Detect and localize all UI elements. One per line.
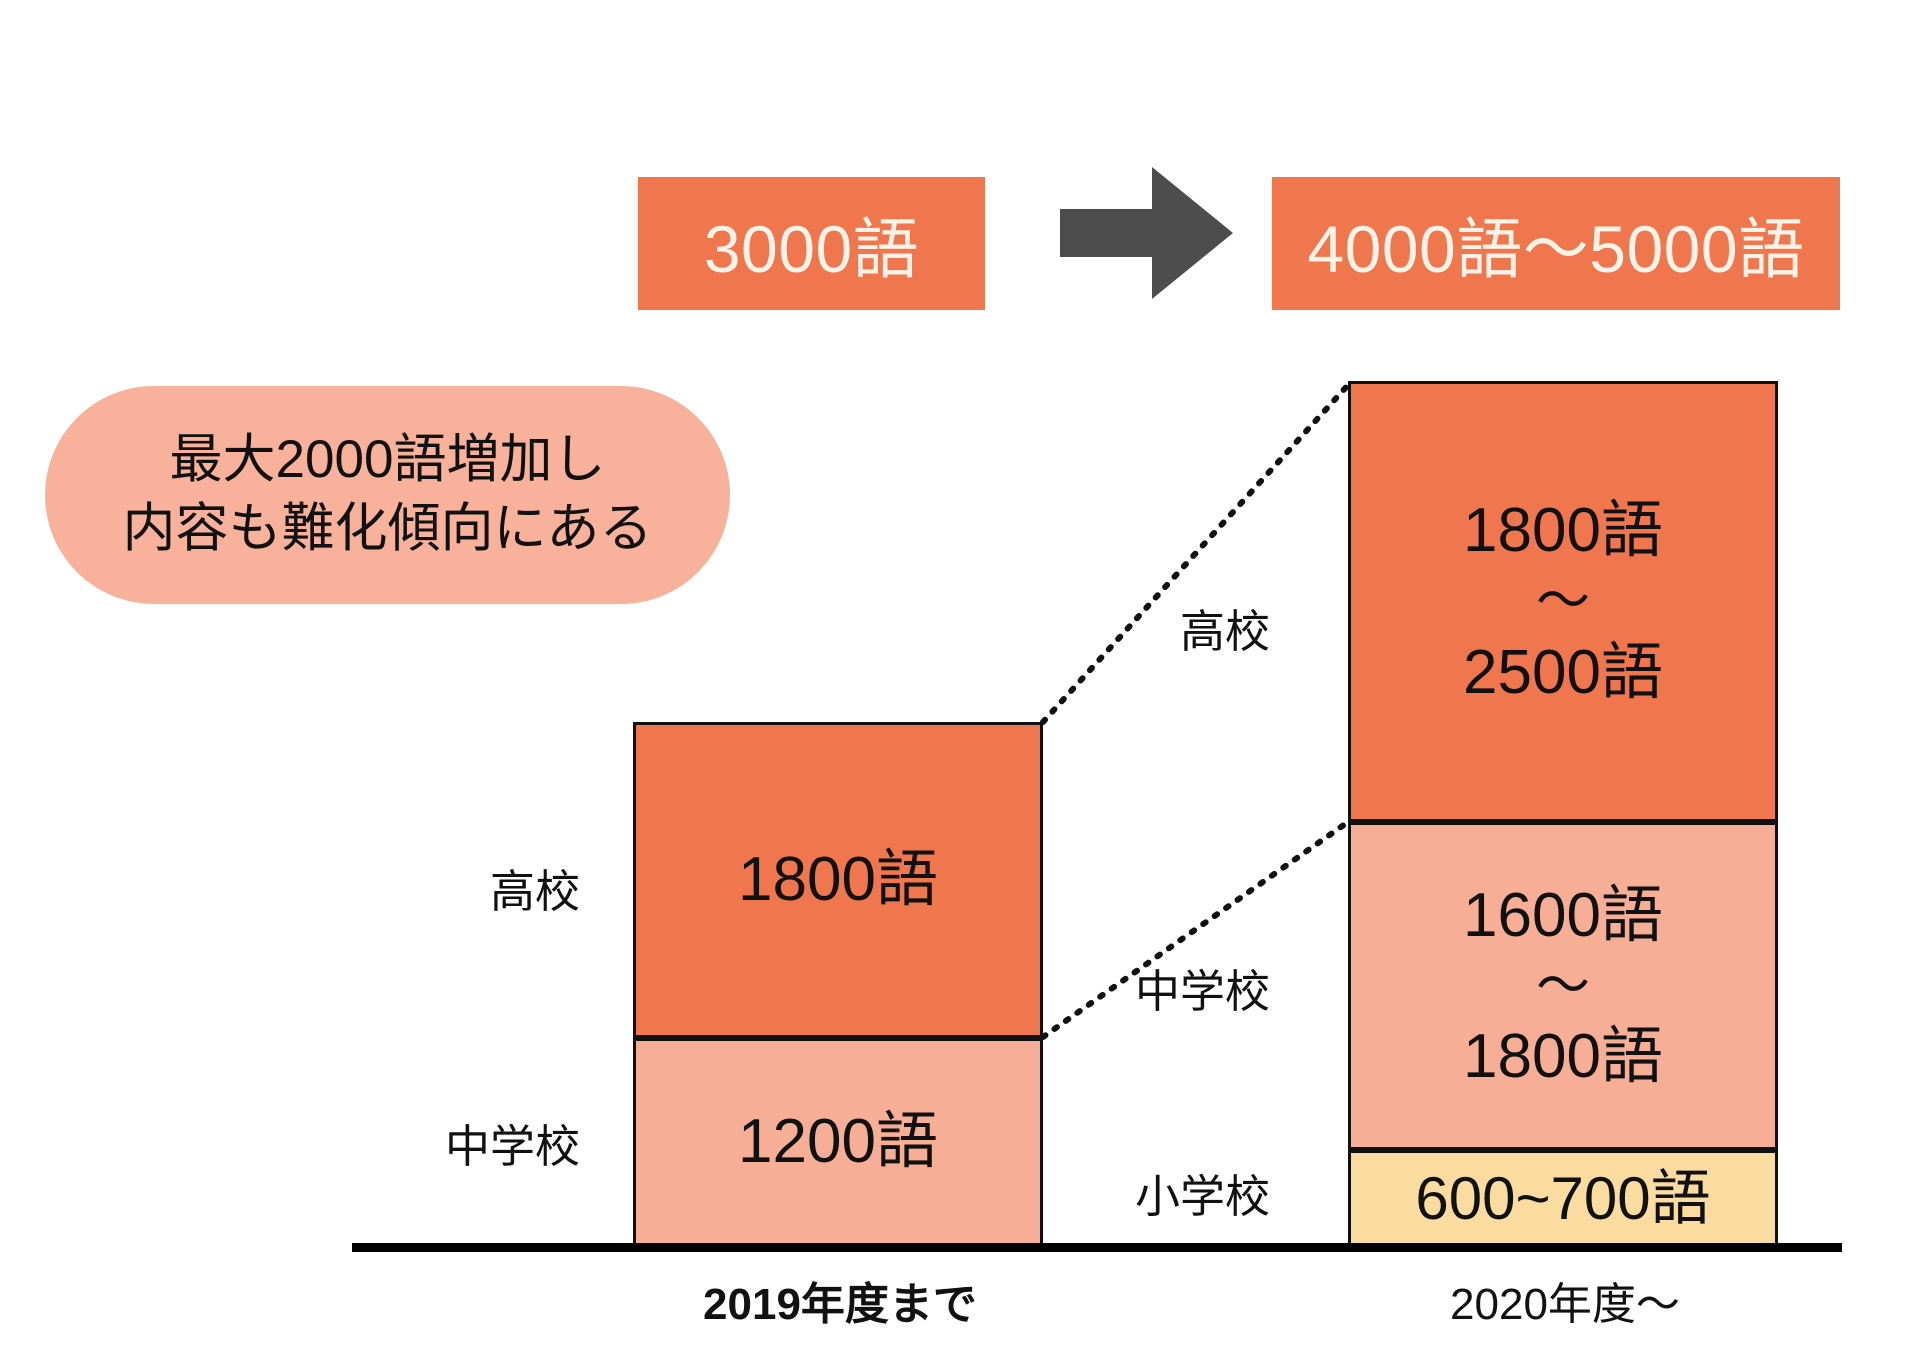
category-label-koukou-2019: 高校 xyxy=(489,866,580,917)
callout-bubble: 最大2000語増加し 内容も難化傾向にある xyxy=(45,386,730,604)
category-label-chuugaku-2019: 中学校 xyxy=(444,1121,580,1172)
bar-value-koukou-2020-line2: 2500語 xyxy=(1463,637,1663,707)
bar-value-koukou-2019: 1800語 xyxy=(738,845,938,915)
bar-segment-shougaku-2020[interactable]: 600~700語 xyxy=(1348,1150,1778,1246)
bar-value-chuugaku-2020-line1: 1600語 xyxy=(1463,880,1663,950)
bar-value-koukou-2020-line1: 1800語 xyxy=(1463,496,1663,566)
total-before-label: 3000語 xyxy=(703,211,920,286)
axis-label-2019: 2019年度まで xyxy=(703,1280,977,1329)
axis-baseline xyxy=(352,1243,1842,1252)
bar-segment-koukou-2019[interactable]: 1800語 xyxy=(633,722,1043,1038)
bar-value-shougaku-2020: 600~700語 xyxy=(1415,1164,1711,1232)
category-label-shougaku-2020: 小学校 xyxy=(1134,1171,1270,1222)
axis-label-2020: 2020年度～ xyxy=(1450,1280,1680,1329)
bar-value-chuugaku-2020-line2: 1800語 xyxy=(1463,1022,1663,1092)
bar-segment-chuugaku-2019[interactable]: 1200語 xyxy=(633,1038,1043,1246)
category-label-koukou-2020: 高校 xyxy=(1179,606,1270,657)
bar-segment-koukou-2020[interactable]: 1800語 ～ 2500語 xyxy=(1348,381,1778,822)
bar-value-chuugaku-2019: 1200語 xyxy=(738,1107,938,1177)
bar-value-chuugaku-2020-tilde: ～ xyxy=(1536,955,1590,1016)
arrow-right-icon xyxy=(1060,163,1235,303)
category-label-chuugaku-2020: 中学校 xyxy=(1134,966,1270,1017)
callout-line-2: 内容も難化傾向にある xyxy=(122,499,653,558)
callout-line-1: 最大2000語増加し xyxy=(169,430,606,490)
total-after-banner: 4000語～5000語 xyxy=(1272,177,1840,310)
bar-segment-chuugaku-2020[interactable]: 1600語 ～ 1800語 xyxy=(1348,822,1778,1150)
total-before-banner: 3000語 xyxy=(638,177,985,310)
total-after-label: 4000語～5000語 xyxy=(1307,211,1805,286)
bar-value-koukou-2020-tilde: ～ xyxy=(1536,571,1590,632)
connector-line-koukou xyxy=(1040,382,1351,725)
